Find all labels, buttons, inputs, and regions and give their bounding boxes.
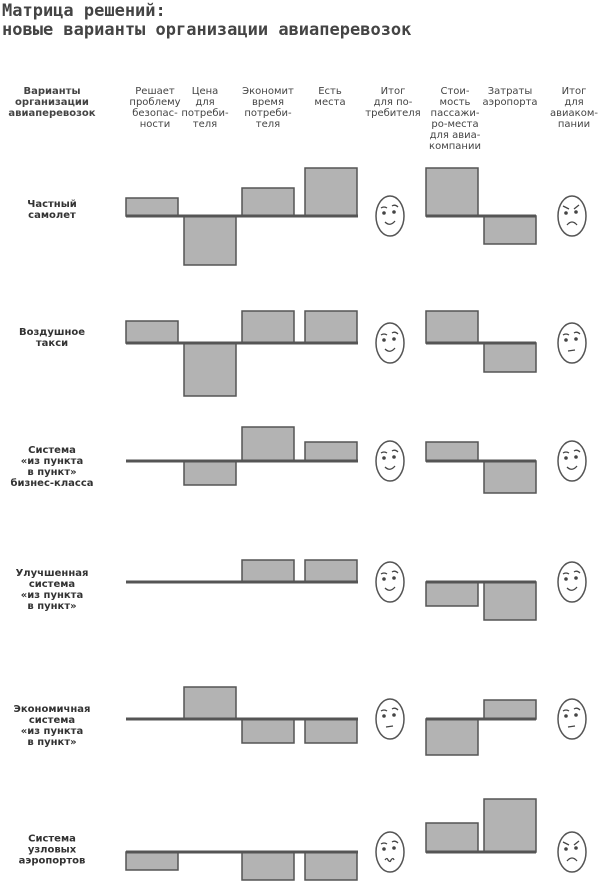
row-label: Система «из пункта в пункт» бизнес-класс…	[10, 445, 94, 489]
column-header: Решает проблему безопас- ности	[129, 86, 181, 130]
consumer-bar	[125, 320, 179, 344]
consumer-bar	[183, 215, 237, 266]
airline-bar	[425, 581, 479, 607]
column-header: Итог для авиаком- пании	[550, 86, 598, 130]
airline-happy-face-icon	[557, 440, 587, 482]
column-header: Цена для потреби- теля	[181, 86, 229, 130]
airline-bar	[425, 441, 479, 462]
airline-bar	[483, 342, 537, 373]
airline-bar	[425, 310, 479, 344]
consumer-bar	[241, 310, 295, 344]
consumer-bar	[241, 559, 295, 583]
airline-bar	[483, 460, 537, 494]
column-header: Экономит время потреби- теля	[242, 86, 294, 130]
column-header: Есть места	[314, 86, 346, 108]
airline-bar	[483, 581, 537, 621]
airline-neutral-face-icon	[557, 698, 587, 740]
consumer-bar	[241, 187, 295, 217]
column-header: Затраты аэропорта	[482, 86, 538, 108]
consumer-worried-face-icon	[375, 831, 405, 873]
consumer-bar	[125, 851, 179, 871]
airline-neutral-face-icon	[557, 322, 587, 364]
airline-bar	[483, 215, 537, 245]
consumer-bar	[183, 342, 237, 397]
column-header: Стои- мость пассажи- ро-места для авиа- …	[429, 86, 481, 152]
consumer-bar	[125, 197, 179, 217]
airline-happy-face-icon	[557, 561, 587, 603]
row-label: Улучшенная система «из пункта в пункт»	[15, 568, 89, 612]
airline-bar	[425, 167, 479, 217]
row-label: Воздушное такси	[18, 327, 86, 349]
consumer-bar	[304, 441, 358, 462]
column-header: Итог для по- требителя	[365, 86, 421, 119]
consumer-happy-face-icon	[375, 195, 405, 237]
consumer-bar	[241, 426, 295, 462]
consumer-bar	[304, 559, 358, 583]
consumer-bar	[241, 718, 295, 744]
airline-bar	[483, 699, 537, 720]
consumer-happy-face-icon	[375, 561, 405, 603]
airline-angry-face-icon	[557, 195, 587, 237]
column-header: Варианты организации авиаперевозок	[8, 86, 96, 119]
airline-bar	[483, 798, 537, 853]
consumer-happy-face-icon	[375, 322, 405, 364]
consumer-bar	[304, 718, 358, 744]
consumer-neutral-face-icon	[375, 698, 405, 740]
consumer-bar	[183, 460, 237, 486]
page-title: Матрица решений: новые варианты организа…	[2, 1, 412, 40]
consumer-bar	[241, 851, 295, 881]
row-label: Экономичная система «из пункта в пункт»	[13, 704, 91, 748]
consumer-bar	[304, 310, 358, 344]
consumer-bar	[304, 851, 358, 881]
consumer-happy-face-icon	[375, 440, 405, 482]
consumer-bar	[304, 167, 358, 217]
airline-bar	[425, 822, 479, 853]
airline-angry-face-icon	[557, 831, 587, 873]
consumer-bar	[183, 686, 237, 720]
row-label: Частный самолет	[27, 199, 77, 221]
airline-bar	[425, 718, 479, 756]
row-label: Система узловых аэропортов	[18, 833, 86, 867]
